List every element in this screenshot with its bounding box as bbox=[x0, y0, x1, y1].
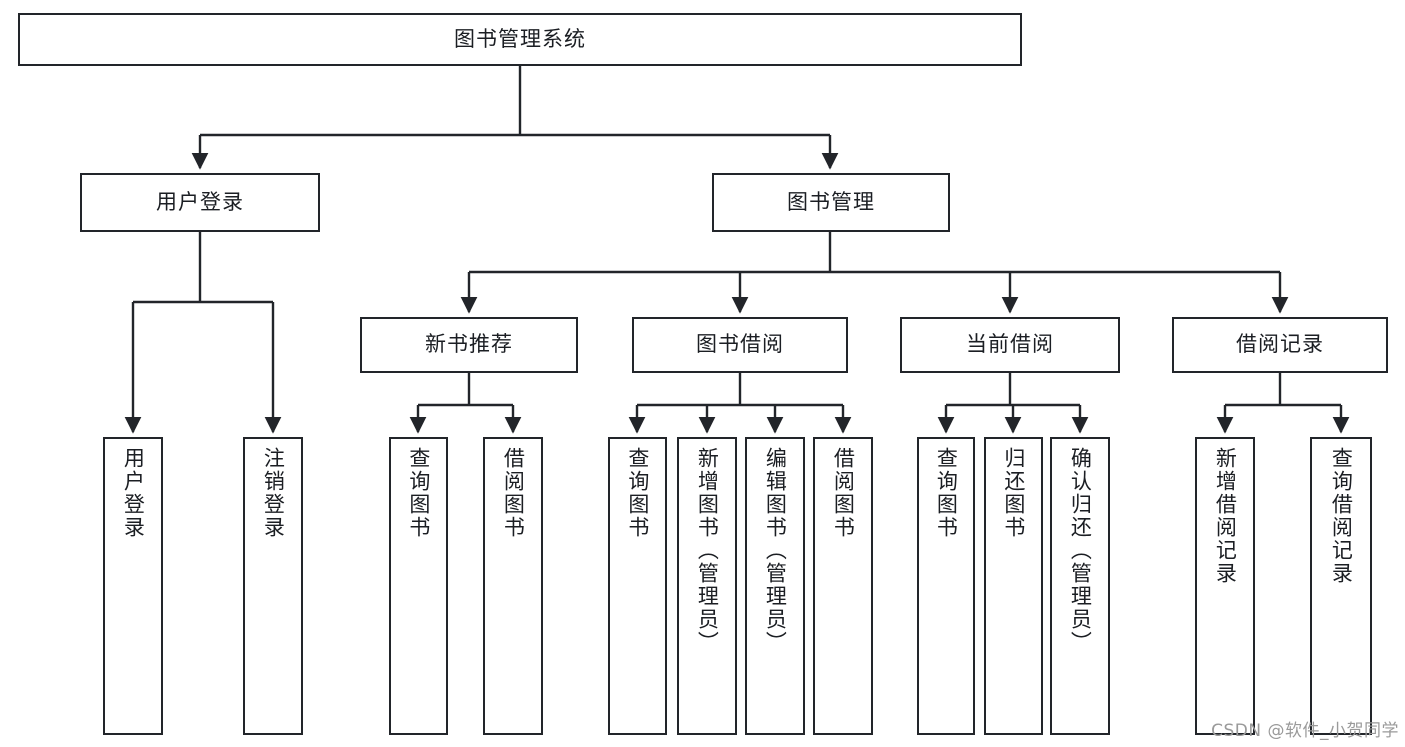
leaf-query-book-borrow-label: 查询图书 bbox=[625, 447, 650, 539]
leaf-return-book[interactable]: 归还图书 bbox=[984, 437, 1043, 735]
node-user-login-label: 用户登录 bbox=[156, 189, 244, 214]
leaf-user-login-label: 用户登录 bbox=[121, 447, 146, 539]
leaf-logout-login[interactable]: 注销登录 bbox=[243, 437, 303, 735]
node-book-management[interactable]: 图书管理 bbox=[712, 173, 950, 232]
leaf-add-book-admin[interactable]: 新增图书（管理员） bbox=[677, 437, 737, 735]
leaf-borrow-book-newbook[interactable]: 借阅图书 bbox=[483, 437, 543, 735]
node-borrow-record-label: 借阅记录 bbox=[1236, 332, 1324, 357]
node-book-borrow-label: 图书借阅 bbox=[696, 332, 784, 357]
leaf-edit-book-admin-label: 编辑图书（管理员） bbox=[763, 447, 788, 654]
node-book-borrow[interactable]: 图书借阅 bbox=[632, 317, 848, 373]
leaf-borrow-book[interactable]: 借阅图书 bbox=[813, 437, 873, 735]
node-user-login[interactable]: 用户登录 bbox=[80, 173, 320, 232]
node-new-book-recommend[interactable]: 新书推荐 bbox=[360, 317, 578, 373]
node-root[interactable]: 图书管理系统 bbox=[18, 13, 1022, 66]
watermark-text: CSDN @软件_小贺同学 bbox=[1211, 721, 1399, 741]
leaf-edit-book-admin[interactable]: 编辑图书（管理员） bbox=[745, 437, 805, 735]
node-current-borrow[interactable]: 当前借阅 bbox=[900, 317, 1120, 373]
leaf-query-borrow-record-label: 查询借阅记录 bbox=[1329, 447, 1354, 585]
leaf-add-borrow-record-label: 新增借阅记录 bbox=[1213, 447, 1238, 585]
node-book-management-label: 图书管理 bbox=[787, 189, 875, 214]
leaf-query-borrow-record[interactable]: 查询借阅记录 bbox=[1310, 437, 1372, 735]
leaf-confirm-return-admin-label: 确认归还（管理员） bbox=[1068, 447, 1093, 654]
leaf-borrow-book-label: 借阅图书 bbox=[831, 447, 856, 539]
leaf-borrow-book-newbook-label: 借阅图书 bbox=[501, 447, 526, 539]
leaf-return-book-label: 归还图书 bbox=[1001, 447, 1026, 539]
leaf-query-book-borrow[interactable]: 查询图书 bbox=[608, 437, 667, 735]
leaf-add-book-admin-label: 新增图书（管理员） bbox=[695, 447, 720, 654]
leaf-query-book-newbook-label: 查询图书 bbox=[406, 447, 431, 539]
node-borrow-record[interactable]: 借阅记录 bbox=[1172, 317, 1388, 373]
leaf-confirm-return-admin[interactable]: 确认归还（管理员） bbox=[1050, 437, 1110, 735]
leaf-add-borrow-record[interactable]: 新增借阅记录 bbox=[1195, 437, 1255, 735]
node-current-borrow-label: 当前借阅 bbox=[966, 332, 1054, 357]
leaf-query-book-newbook[interactable]: 查询图书 bbox=[389, 437, 448, 735]
node-new-book-recommend-label: 新书推荐 bbox=[425, 332, 513, 357]
leaf-query-book-current-label: 查询图书 bbox=[934, 447, 959, 539]
leaf-user-login[interactable]: 用户登录 bbox=[103, 437, 163, 735]
leaf-query-book-current[interactable]: 查询图书 bbox=[917, 437, 975, 735]
leaf-logout-login-label: 注销登录 bbox=[261, 447, 286, 539]
node-root-label: 图书管理系统 bbox=[454, 26, 586, 51]
